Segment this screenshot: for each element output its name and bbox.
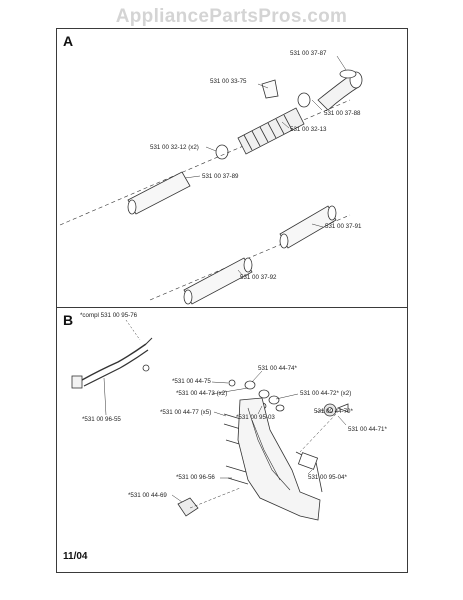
tube-upper xyxy=(127,171,191,215)
kit-note: *compl 531 00 95-76 xyxy=(80,312,137,319)
part-label: *531 00 96-56 xyxy=(176,474,215,481)
part-label: *531 00 44-77 (x5) xyxy=(160,409,212,416)
part-label: *531 00 44-73 (x2) xyxy=(176,390,228,397)
washer-part xyxy=(244,380,256,390)
page-number: 11/04 xyxy=(63,551,88,562)
kit-note-part: 531 00 95-76 xyxy=(100,312,138,319)
section-a-drawing xyxy=(59,55,363,305)
section-b-drawing xyxy=(71,319,349,521)
part-label: 531 00 44-72* (x2) xyxy=(300,390,352,397)
section-a-label: A xyxy=(63,33,74,49)
trigger-part xyxy=(177,497,199,517)
part-label: *531 00 95-03 xyxy=(236,414,275,421)
section-b-label: B xyxy=(63,312,74,328)
part-label: 531 00 32-12 (x2) xyxy=(150,144,199,151)
part-label: 531 00 95-04* xyxy=(308,474,347,481)
tube-middle xyxy=(279,205,337,249)
hose-clamp xyxy=(297,92,311,108)
small-clamp xyxy=(215,144,229,160)
part-label: *531 00 44-75 xyxy=(172,378,211,385)
elbow-pipe xyxy=(317,69,363,111)
kit-note-prefix: *compl xyxy=(80,312,99,319)
part-label: 531 00 37-89 xyxy=(202,173,239,180)
part-label: 531 00 37-91 xyxy=(325,223,362,230)
section-divider xyxy=(56,307,408,308)
part-label: 531 00 33-75 xyxy=(210,78,247,85)
diagram-frame xyxy=(56,28,408,573)
cable-harness xyxy=(71,337,153,389)
flex-hose xyxy=(237,107,305,155)
bracket-part xyxy=(261,79,279,99)
tube-lower xyxy=(183,257,253,305)
part-label: 531 00 37-87 xyxy=(290,50,327,57)
part-label: *531 00 44-69 xyxy=(128,492,167,499)
part-label: 531 00 37-88 xyxy=(324,110,361,117)
part-label: 531 00 32-13 xyxy=(290,126,327,133)
part-label: 531 00 44-70* xyxy=(314,408,353,415)
part-label: 531 00 44-71* xyxy=(348,426,387,433)
part-label: 531 00 37-92 xyxy=(240,274,277,281)
adjuster-knob xyxy=(323,403,349,417)
handle-body xyxy=(237,397,323,521)
screw-part xyxy=(228,379,236,387)
watermark: AppliancePartsPros.com xyxy=(115,6,348,27)
part-label: *531 00 96-55 xyxy=(82,416,121,423)
part-label: 531 00 44-74* xyxy=(258,365,297,372)
